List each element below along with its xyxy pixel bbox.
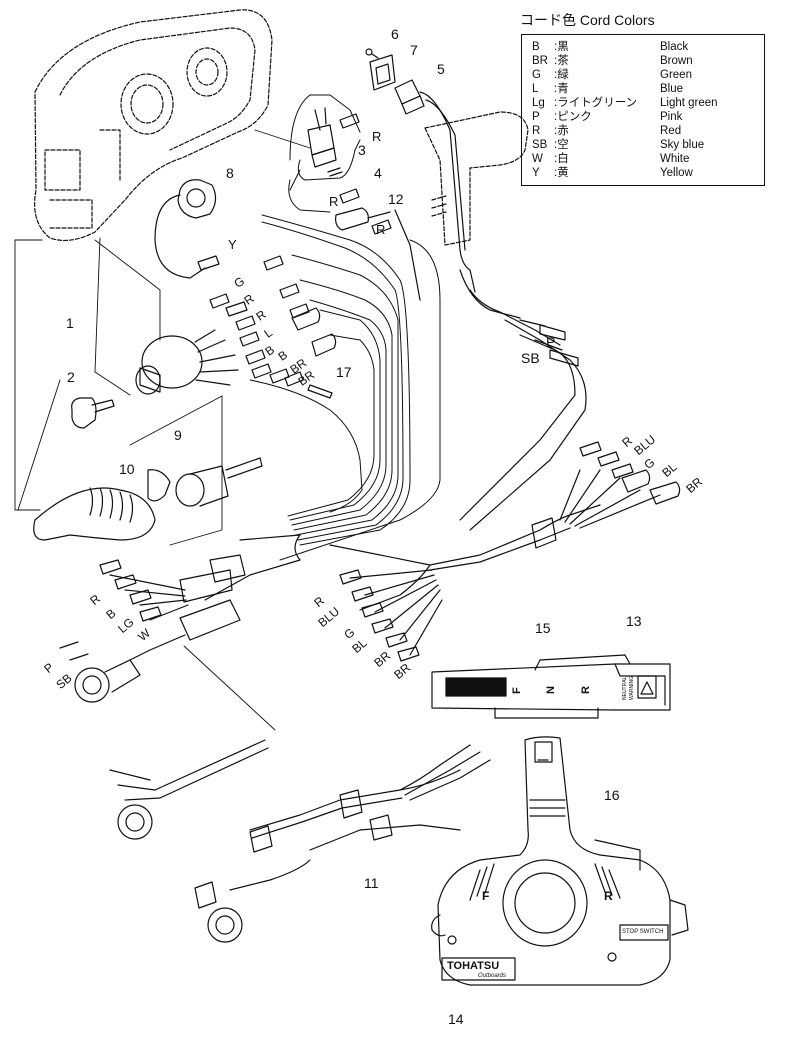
legend-jp: :黒 [554,41,569,53]
legend-row: R :赤 Red [522,124,766,138]
screw-6 [365,48,379,59]
callout-7: 7 [410,42,418,58]
callout-3: 3 [358,142,366,158]
outboards-text: Outboards [478,973,507,979]
leader-lines [14,129,311,731]
legend-jp: :青 [554,83,569,95]
callout-12: 12 [388,191,404,207]
callout-5: 5 [437,61,445,77]
callout-17: 17 [336,364,352,380]
callout-10: 10 [119,461,135,477]
clip-17 [307,384,333,399]
legend-code: B [532,41,540,53]
legend-jp: :ピンク [554,111,592,123]
callout-1: 1 [66,315,74,331]
callout-11: 11 [364,875,379,891]
gear-letter-f: F [511,687,523,694]
legend-en: White [660,153,690,165]
legend-jp: :白 [554,153,569,165]
legend-row: W :白 White [522,152,766,166]
switch-5 [394,79,476,293]
wire-tag: R [376,222,386,237]
legend-row: BR :茶 Brown [522,54,766,68]
fuse-holder-12 [335,207,421,301]
stop-switch-label: STOP SWITCH [622,929,664,935]
bracket-7 [369,54,396,91]
wire-tag: R [329,194,339,209]
legend-jp: :緑 [554,69,569,81]
remote-control-box [431,736,689,986]
wire-tag: P [546,334,556,350]
ignition-switch [135,329,239,395]
callout-16: 16 [604,787,620,803]
wire-tag: Y [228,237,237,252]
lanyard-switch-9 [175,457,263,507]
legend-code: SB [532,139,548,151]
warning-label: WARNING [629,676,635,700]
legend-row: Y :黄 Yellow [522,166,766,180]
left-harness [59,534,301,703]
ignition-key [71,397,115,429]
switch-relay-3 [307,107,343,177]
legend-code: BR [532,55,548,67]
legend-row: Lg :ライトグリーン Light green [522,96,766,110]
legend-jp: :茶 [554,55,569,67]
neutral-label: NEUTRAL [622,676,628,700]
legend-code: R [532,125,541,137]
throttle-arm [424,111,529,246]
wire-tag: R [372,129,382,144]
gear-letter-n: N [545,686,557,694]
legend-jp: :ライトグリーン [554,97,638,109]
legend-code: W [532,153,543,165]
legend-jp: :空 [554,139,569,151]
legend-jp: :黄 [554,167,569,179]
legend-row: L :青 Blue [522,82,766,96]
legend-code: Y [532,167,540,179]
main-wire-bundle [249,94,441,561]
callout-8: 8 [226,165,234,181]
legend-row: B :黒 Black [522,40,766,54]
ps-wires [459,269,587,531]
legend-row: P :ピンク Pink [522,110,766,124]
legend-row: G :緑 Green [522,68,766,82]
legend-en: Red [660,125,682,137]
legend-en: Pink [660,111,683,123]
callout-14: 14 [448,1011,464,1027]
gear-letter-r: R [580,686,592,694]
control-box-housing [34,9,273,242]
remote-letter-r: R [604,889,613,903]
legend-jp: :赤 [554,125,569,137]
neutral-panel [431,654,671,719]
legend-en: Light green [660,97,718,109]
buzzer-8 [154,179,217,279]
legend-row: SB :空 Sky blue [522,138,766,152]
callout-13: 13 [626,613,642,629]
legend-en: Black [660,41,689,53]
extension-harness-11 [109,739,491,943]
tohatsu-logo-text: TOHATSU [447,960,500,972]
callout-15: 15 [535,620,551,636]
wire-terminals [197,113,392,387]
legend-code: L [532,83,539,95]
legend-en: Green [660,69,692,81]
callout-2: 2 [67,369,75,385]
legend-en: Brown [660,55,693,67]
legend-title: コード色 Cord Colors [520,12,655,28]
remote-letter-f: F [482,889,490,903]
cord-color-legend: B :黒 Black BR :茶 Brown G :緑 Green L :青 Blue Lg :ラ… [521,34,765,186]
wire-tag: SB [521,350,540,366]
legend-code: P [532,111,540,123]
callout-9: 9 [174,427,182,443]
legend-code: G [532,69,541,81]
legend-en: Blue [660,83,684,95]
mid-harness [329,441,681,662]
callout-6: 6 [391,26,399,42]
legend-code: Lg [532,97,545,109]
legend-en: Yellow [660,167,693,179]
callout-4: 4 [374,165,382,181]
legend-en: Sky blue [660,139,705,151]
lanyard-cord-10 [33,469,171,541]
